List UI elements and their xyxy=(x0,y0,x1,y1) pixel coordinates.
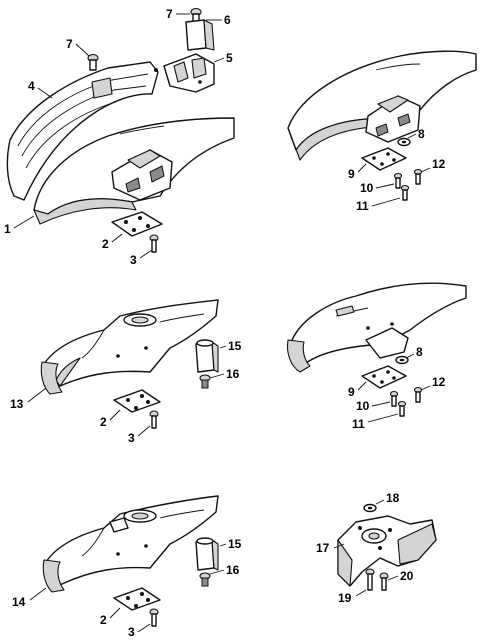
callout-3-c: 3 xyxy=(128,625,135,639)
callout-11-a: 11 xyxy=(356,199,369,213)
callout-20: 20 xyxy=(400,569,414,583)
bracket-part-6 xyxy=(185,19,215,51)
callout-12-a: 12 xyxy=(432,157,446,171)
callout-16-a: 16 xyxy=(226,367,240,381)
plate-part-2-b xyxy=(113,389,161,413)
callout-7-top: 7 xyxy=(166,7,173,21)
callout-2-b: 2 xyxy=(100,415,107,429)
callout-4: 4 xyxy=(28,79,35,93)
guard-assembly-middle-right xyxy=(286,282,467,417)
callout-8-a: 8 xyxy=(418,127,425,141)
sleeve-part-15-a xyxy=(195,339,219,373)
callout-16-b: 16 xyxy=(226,563,240,577)
callout-3-a: 3 xyxy=(130,253,137,267)
callout-10-b: 10 xyxy=(356,399,370,413)
callout-3-b: 3 xyxy=(128,431,135,445)
sleeve-part-15-b xyxy=(195,537,219,571)
screw-part-3-a xyxy=(149,234,159,253)
callout-2-a: 2 xyxy=(102,237,109,251)
callout-9-a: 9 xyxy=(348,167,355,181)
screw-part-3-b xyxy=(149,410,159,429)
screw-part-16-b xyxy=(199,572,211,587)
screw-part-12-a xyxy=(413,168,423,185)
leader-lines xyxy=(13,13,431,633)
callout-15-b: 15 xyxy=(228,537,242,551)
callout-17: 17 xyxy=(316,541,330,555)
callout-13: 13 xyxy=(10,397,24,411)
callout-19: 19 xyxy=(338,591,352,605)
guard-assembly-top-left xyxy=(6,7,235,253)
callout-15-a: 15 xyxy=(228,339,242,353)
guard-assembly-top-right xyxy=(287,50,477,201)
screw-part-11-a xyxy=(400,184,410,201)
callout-5: 5 xyxy=(226,51,233,65)
callout-7-left: 7 xyxy=(66,37,73,51)
screw-part-7-left xyxy=(87,53,99,71)
washer-part-8-b xyxy=(395,355,409,365)
mount-part-5 xyxy=(163,53,215,93)
guard-assembly-bottom-left xyxy=(42,495,219,627)
plate-part-9-a xyxy=(361,147,407,171)
callout-9-b: 9 xyxy=(348,385,355,399)
housing-assembly-bottom-right xyxy=(337,503,437,591)
callout-12-b: 12 xyxy=(432,375,446,389)
callout-11-b: 11 xyxy=(352,417,365,431)
callout-1: 1 xyxy=(4,222,11,236)
callout-6: 6 xyxy=(224,13,231,27)
cover-part-4 xyxy=(6,61,159,201)
screw-part-11-b xyxy=(397,400,407,417)
callout-8-b: 8 xyxy=(416,345,423,359)
callout-18: 18 xyxy=(386,491,400,505)
screw-part-16-a xyxy=(199,374,211,389)
screw-part-3-c xyxy=(149,608,159,627)
callout-14: 14 xyxy=(12,595,26,609)
callout-10-a: 10 xyxy=(360,181,374,195)
washer-part-18 xyxy=(363,503,377,513)
plate-part-9-b xyxy=(361,365,407,389)
plate-part-2-a xyxy=(111,211,163,237)
screw-part-12-b xyxy=(413,386,423,403)
plate-part-2-c xyxy=(113,587,161,611)
screw-part-10-b xyxy=(389,390,399,407)
callout-2-c: 2 xyxy=(100,613,107,627)
guard-assembly-middle-left xyxy=(40,299,219,429)
washer-part-8-a xyxy=(397,137,411,147)
housing-part-17 xyxy=(337,515,437,587)
screw-part-10-a xyxy=(393,172,403,189)
guard-part-1 xyxy=(33,117,235,225)
screw-part-20 xyxy=(379,572,389,591)
screw-part-19 xyxy=(365,568,375,591)
callout-labels: 1 4 7 7 6 5 2 3 8 9 10 11 12 13 15 16 2 … xyxy=(4,7,446,639)
